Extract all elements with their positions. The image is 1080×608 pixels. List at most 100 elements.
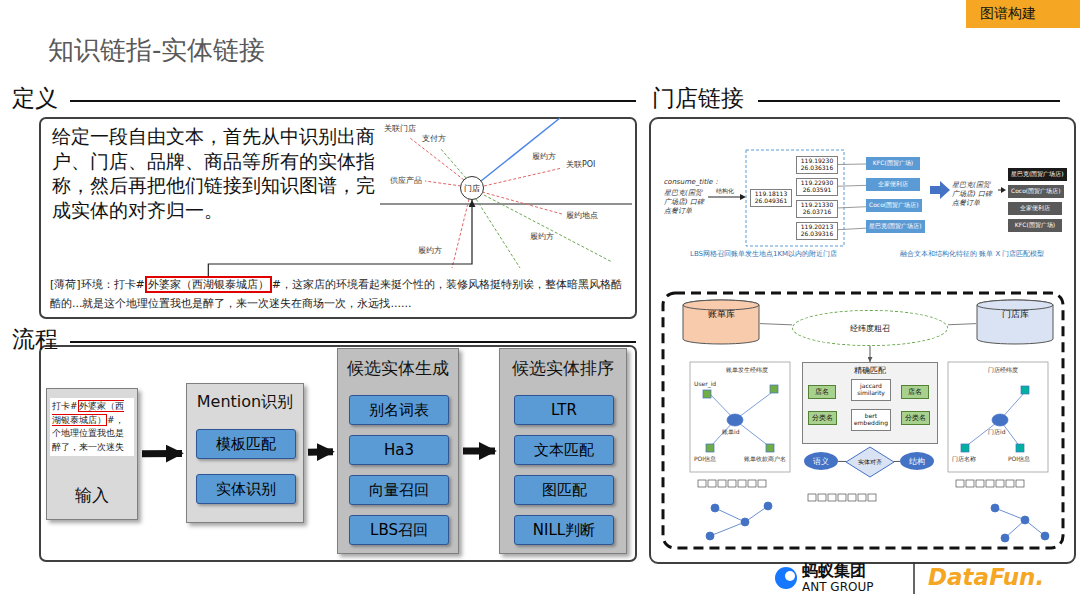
structure-ellipse: 结构 — [900, 452, 934, 470]
input-text: #， — [107, 415, 124, 425]
logo-mark — [775, 562, 914, 594]
connector — [208, 200, 472, 276]
node-text: 外婆家（西湖银泰城店） — [148, 278, 269, 291]
relation-label: 关联门店 — [384, 124, 416, 134]
node-text: 经纬度粗召 — [850, 323, 890, 334]
coordinate-box: 119.20213 26.039316 — [796, 222, 838, 240]
feature-box: 分类名 — [901, 411, 930, 425]
sample-text: [薄荷]环境：打卡#外婆家（西湖银泰城店）#，这家店的环境看起来挺个性的，装修风… — [50, 276, 628, 313]
connector — [838, 228, 866, 230]
embedding-cells — [708, 480, 716, 487]
embedding-cells — [748, 480, 756, 487]
figure-caption: 融合文本和结构化特征的 账单 X 门店匹配模型 — [900, 250, 1044, 259]
section-rule — [70, 100, 636, 102]
embedding-cells — [728, 480, 736, 487]
small-graph — [706, 502, 1049, 542]
coordinate-box: 119.21330 26.03716 — [796, 200, 838, 218]
node-text: 全家便利店 — [878, 180, 908, 189]
cylinder-top — [977, 300, 1053, 310]
embedding-cells — [838, 494, 846, 501]
feature-box: 店名 — [901, 385, 929, 399]
small-graph — [1041, 532, 1049, 540]
node-text: 店名 — [815, 387, 829, 397]
stage-box: Mention识别模板匹配实体识别 — [186, 383, 304, 523]
embedding-cells — [758, 480, 766, 487]
feature-box: 店名 — [808, 385, 836, 399]
embedding-cells — [738, 480, 746, 487]
cylinder-top — [683, 300, 759, 310]
relation-lines — [476, 199, 520, 268]
connector — [948, 324, 976, 325]
attribute-graph — [992, 414, 1008, 426]
arrow-label: 结构化 — [716, 187, 734, 195]
connector — [838, 207, 866, 208]
recall-illustration — [740, 194, 746, 200]
section-heading: 门店链接 — [652, 84, 744, 113]
section-rule — [70, 341, 636, 343]
node-text: 输入 — [75, 484, 109, 507]
relation-lines — [380, 204, 632, 205]
title-tab — [966, 0, 1080, 28]
node-text: 向量召回 — [369, 481, 429, 500]
similarity-box: bert embedding — [851, 409, 891, 431]
slide-title: 知识链指-实体链接 — [48, 34, 265, 67]
method-box: NILL判断 — [514, 515, 614, 545]
method-box: 向量召回 — [349, 475, 449, 505]
recall-illustration — [708, 197, 742, 198]
embedding-cells — [956, 480, 964, 487]
node-text: 候选实体生成 — [347, 357, 449, 380]
method-box: Ha3 — [349, 435, 449, 465]
small-graph — [706, 532, 714, 540]
bill-title: 星巴克(国贸广场店) 口碑点餐订单 — [664, 189, 708, 215]
embedding-cells — [808, 494, 816, 501]
small-graph — [995, 508, 1025, 520]
diamond-outline — [846, 447, 894, 477]
node-text: NILL判断 — [533, 521, 595, 540]
feature-box: 分类名 — [808, 411, 837, 425]
database: 门店库 — [976, 300, 1054, 344]
recall-illustration — [1001, 187, 1006, 193]
node-text: 分类名 — [905, 413, 926, 423]
method-box: 别名词表 — [349, 395, 449, 425]
section-heading: 流程 — [12, 325, 58, 354]
relation-lines — [410, 138, 464, 180]
section-heading: 定义 — [12, 84, 58, 113]
connector — [308, 448, 333, 455]
node-text: 文本匹配 — [534, 441, 594, 460]
semantic-ellipse: 语义 — [804, 452, 838, 470]
attribute-graph — [961, 444, 969, 452]
node-text: 账单库 — [708, 309, 735, 319]
panel-frame — [40, 118, 1075, 563]
bill-title: 星巴克(国贸广场店) 口碑点餐订单 — [952, 181, 996, 207]
node-text: 119.22930 26.03591 — [801, 179, 833, 193]
embedding-cells — [976, 480, 984, 487]
node-text: LTR — [551, 401, 577, 419]
ranked-store: Coco(国贸广场店) — [1008, 185, 1064, 198]
logo-mark — [913, 562, 915, 594]
cylinder-body — [683, 300, 759, 344]
coordinate-box: 119.22930 26.03591 — [796, 178, 838, 196]
attribute-graph — [727, 414, 743, 426]
small-graph — [711, 504, 719, 512]
store-box: 星巴克(国贸广场店) — [866, 220, 925, 233]
method-box: 实体识别 — [196, 474, 296, 504]
attribute-graph — [703, 390, 711, 398]
relation-label: 履约方 — [418, 246, 442, 256]
ranked-store: 全家便利店 — [1008, 202, 1062, 215]
attribute-panel — [948, 362, 1048, 472]
attribute-label: 账单发生经纬度 — [726, 366, 768, 374]
panel-frame — [40, 118, 636, 318]
connector — [838, 461, 846, 462]
store-box: KFC(国贸广场) — [866, 157, 920, 170]
section-tab: 图谱构建 — [980, 5, 1036, 23]
dashed-frame — [663, 293, 1063, 548]
node-text: KFC(国贸广场) — [873, 159, 913, 168]
node-text: 门店 — [464, 183, 480, 194]
node-text: KFC(国贸广场) — [1015, 221, 1055, 230]
cylinder-shape — [976, 300, 1054, 344]
store-box: 全家便利店 — [866, 178, 920, 191]
relation-lines — [440, 148, 466, 178]
input-text: 打卡# — [52, 401, 78, 411]
recall-illustration — [746, 150, 844, 246]
node-text: 图匹配 — [542, 481, 587, 500]
